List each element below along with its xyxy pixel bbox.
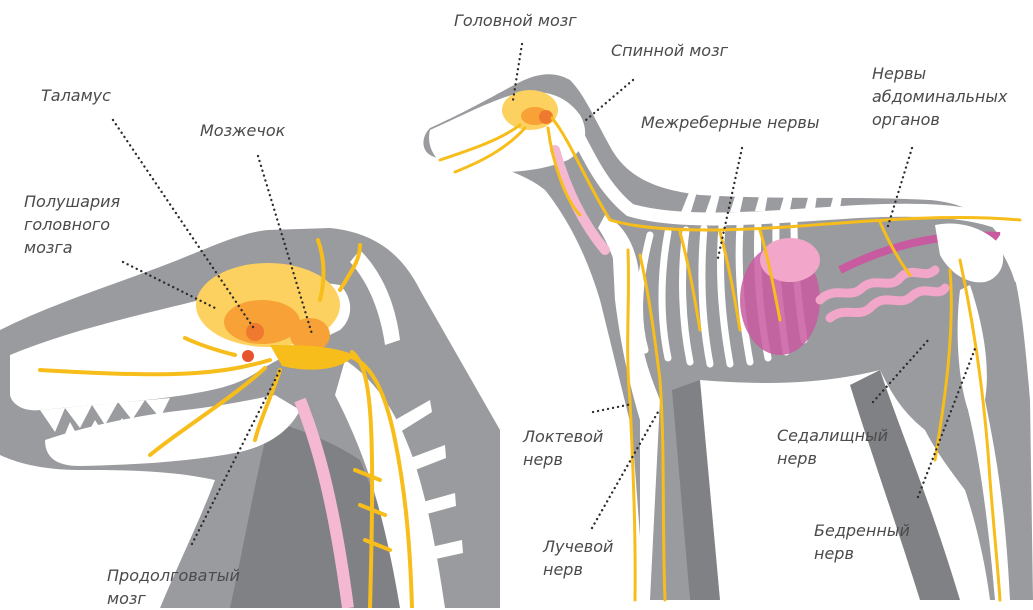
label-abdominal: Нервы абдоминальных органов bbox=[872, 62, 1007, 131]
label-intercostal: Межреберные нервы bbox=[641, 111, 819, 134]
label-medulla: Продолговатый мозг bbox=[107, 564, 240, 610]
leader-spinal-cord bbox=[586, 80, 633, 120]
label-sciatic: Седалищный нерв bbox=[777, 424, 888, 470]
vertebral-column bbox=[575, 130, 1005, 225]
label-ulnar: Локтевой нерв bbox=[523, 425, 603, 471]
label-hemispheres: Полушария головного мозга bbox=[24, 190, 120, 259]
label-femoral: Бедренный нерв bbox=[814, 519, 910, 565]
label-thalamus: Таламус bbox=[41, 84, 111, 107]
head-closeup bbox=[0, 228, 500, 608]
thalamus-shape bbox=[246, 323, 264, 341]
label-brain: Головной мозг bbox=[454, 9, 577, 32]
olfactory-bulb-shape bbox=[242, 350, 254, 362]
label-radial: Лучевой нерв bbox=[543, 535, 613, 581]
dog-full-body bbox=[423, 74, 1033, 600]
label-cerebellum: Мозжечок bbox=[200, 119, 285, 142]
label-spinal-cord: Спинной мозг bbox=[611, 39, 728, 62]
